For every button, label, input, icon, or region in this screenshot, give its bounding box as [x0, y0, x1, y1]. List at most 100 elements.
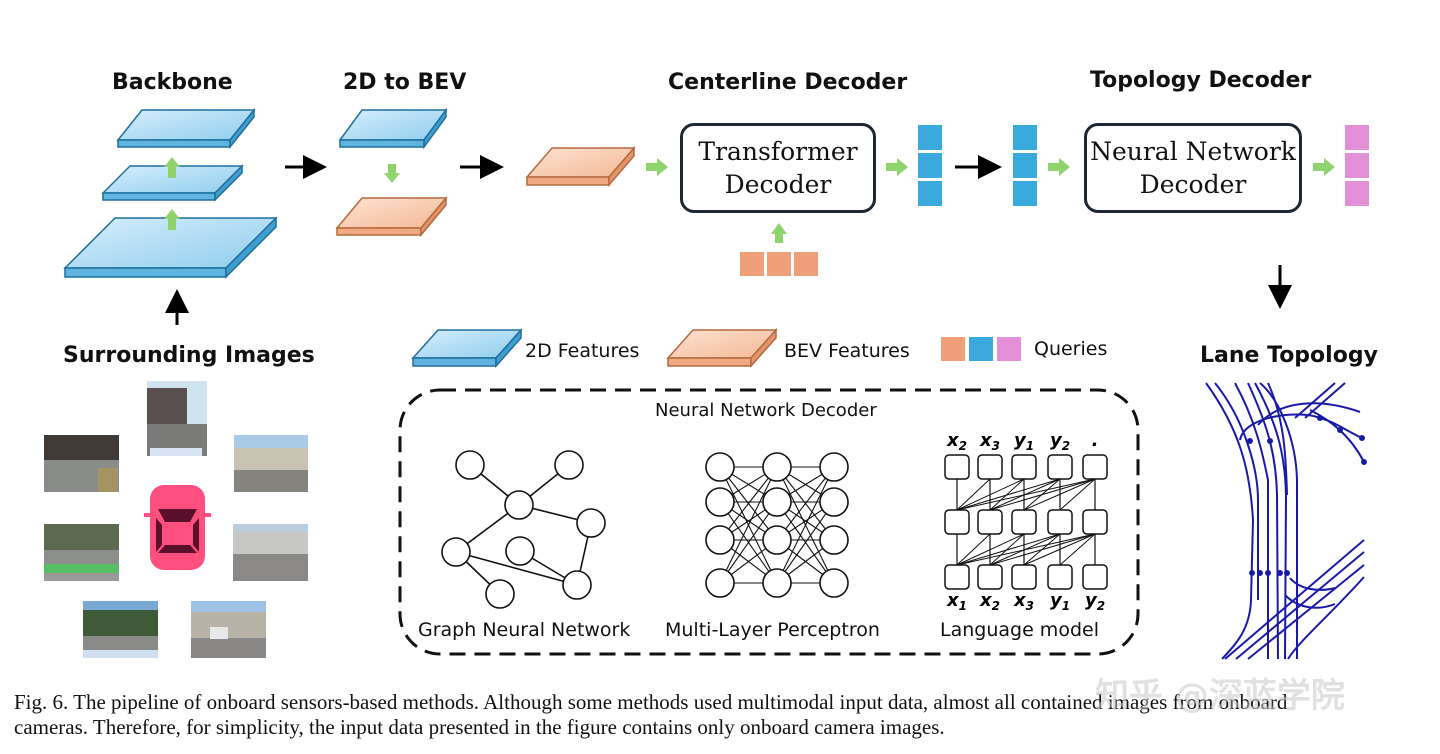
lm-edge: [956, 478, 1025, 511]
lm-edge: [989, 533, 1061, 566]
lm-output-token-label: y2: [1050, 430, 1070, 453]
camera-image-front-left: [44, 435, 119, 492]
lm-edge: [1023, 478, 1096, 511]
lm-input-token-label: x3: [1013, 590, 1034, 613]
topology-decoder-title: Topology Decoder: [1090, 68, 1312, 93]
bev-input-2d-feature: [338, 107, 448, 150]
blue-queries-output: [918, 125, 942, 206]
surrounding-camera-images: [44, 381, 308, 658]
caption-line-2: cameras. Therefore, for simplicity, the …: [14, 715, 945, 739]
orange-queries: [740, 252, 818, 276]
mlp-edge: [776, 501, 835, 584]
lm-output-token-label: x2: [946, 430, 967, 453]
lm-output-token-label: y1: [1014, 430, 1034, 453]
caption-line-1: Fig. 6. The pipeline of onboard sensors-…: [14, 690, 1288, 714]
watermark: 知乎 @深蓝学院: [1095, 676, 1345, 716]
multi-layer-perceptron-graphic: [705, 452, 849, 598]
mlp-edge: [719, 466, 778, 584]
lm-token-node: [1082, 454, 1108, 480]
green-right-arrow: [1313, 158, 1335, 176]
camera-image-front-right: [234, 435, 308, 492]
lm-token-node: [1011, 454, 1037, 480]
mlp-node: [705, 487, 735, 517]
mlp-node: [819, 568, 849, 598]
bev-title: 2D to BEV: [343, 70, 467, 95]
lm-token-node: [1082, 509, 1108, 535]
green-up-arrow: [771, 223, 787, 243]
mlp-edge: [776, 466, 835, 584]
blue-queries-input: [1013, 125, 1037, 206]
lm-input-token-label: y2: [1085, 590, 1105, 613]
lm-edge: [956, 533, 991, 566]
mlp-node: [819, 452, 849, 482]
lm-token-node: [1011, 509, 1037, 535]
mlp-node: [705, 452, 735, 482]
backbone-feature-mid: [101, 164, 244, 202]
mlp-edge: [719, 466, 778, 541]
bev-feature: [525, 145, 636, 188]
mlp-node: [819, 525, 849, 555]
nn-decoder-line1: Neural Network: [1090, 137, 1296, 166]
legend-bev-feature-swatch: [666, 328, 778, 368]
legend-2d-feature-swatch: [411, 328, 523, 368]
legend-queries-label: Queries: [1034, 338, 1108, 360]
lm-token-node: [1047, 564, 1073, 590]
lm-edge: [989, 478, 1061, 511]
mlp-label: Multi-Layer Perceptron: [665, 619, 880, 641]
ego-car-icon: [144, 485, 211, 570]
lm-token-node: [977, 454, 1003, 480]
lm-edge: [956, 478, 1061, 511]
mlp-node: [705, 525, 735, 555]
mlp-node: [762, 452, 792, 482]
mlp-node: [762, 487, 792, 517]
pink-queries-output: [1345, 125, 1369, 206]
nn-panel-title: Neural Network Decoder: [655, 400, 877, 421]
lm-token-node: [1011, 564, 1037, 590]
green-right-arrow: [1048, 158, 1070, 176]
centerline-decoder-title: Centerline Decoder: [668, 70, 908, 95]
lm-token-node: [977, 509, 1003, 535]
mlp-node: [819, 487, 849, 517]
green-down-arrow: [384, 164, 400, 183]
mlp-node: [762, 568, 792, 598]
figure-caption: Fig. 6. The pipeline of onboard sensors-…: [14, 690, 1434, 740]
lm-edge: [956, 478, 991, 511]
green-up-arrow: [164, 209, 180, 230]
lm-label: Language model: [940, 619, 1099, 641]
legend-2d-features-label: 2D Features: [525, 340, 640, 362]
mlp-node: [705, 568, 735, 598]
lm-edge: [956, 533, 1025, 566]
lm-token-node: [944, 454, 970, 480]
mlp-node: [762, 525, 792, 555]
green-right-arrow: [886, 158, 908, 176]
gnn-label: Graph Neural Network: [418, 619, 631, 641]
camera-image-back: [83, 601, 158, 658]
camera-image-front: [147, 381, 207, 456]
lm-token-node: [1082, 564, 1108, 590]
lane-topology-graphic: [1205, 382, 1367, 660]
lm-token-node: [1047, 454, 1073, 480]
legend-bev-features-label: BEV Features: [784, 340, 910, 362]
lane-topology-title: Lane Topology: [1200, 343, 1378, 368]
bev-output-feature: [335, 195, 448, 238]
transformer-decoder-line2: Decoder: [724, 170, 832, 199]
transformer-decoder-line1: Transformer: [698, 137, 858, 166]
lm-token-node: [944, 509, 970, 535]
mlp-edge: [719, 501, 778, 584]
backbone-feature-top: [116, 107, 256, 150]
lm-edge: [1059, 478, 1096, 511]
lm-input-token-label: y1: [1050, 590, 1070, 613]
lm-output-token-label: .: [1092, 430, 1099, 451]
lm-edge: [1023, 478, 1061, 511]
green-up-arrow: [164, 157, 180, 178]
backbone-feature-bottom: [63, 216, 278, 279]
lm-token-node: [1047, 509, 1073, 535]
green-right-arrow: [646, 158, 668, 176]
mlp-edge: [776, 466, 835, 541]
lm-token-node: [944, 564, 970, 590]
surrounding-images-title: Surrounding Images: [63, 343, 315, 368]
